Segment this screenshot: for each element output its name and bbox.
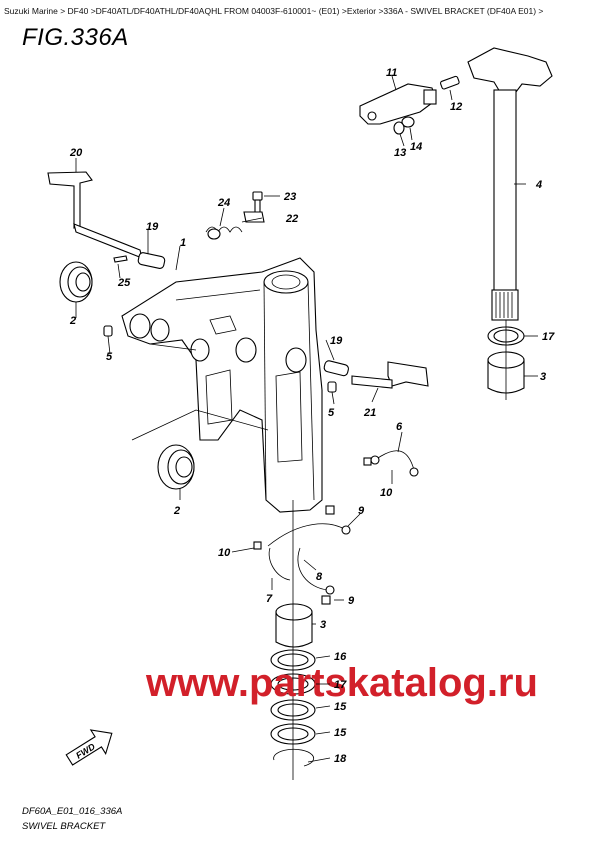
callout-17-lower: 17	[334, 679, 347, 691]
callout-3-upper: 3	[540, 371, 546, 383]
steering-shaft	[467, 47, 553, 321]
small-pin	[113, 255, 128, 263]
callout-3-lower: 3	[320, 619, 326, 631]
callout-1: 1	[180, 237, 186, 249]
callout-12: 12	[450, 101, 462, 113]
callout-19-upper: 19	[146, 221, 159, 233]
bushing-upper	[59, 261, 93, 303]
swivel-bracket-body	[121, 257, 323, 513]
callout-8: 8	[316, 571, 323, 583]
callout-4: 4	[535, 179, 542, 191]
bracket-arm-right	[351, 361, 429, 389]
bracket-arm-left	[47, 171, 143, 259]
spring	[205, 226, 243, 240]
bolt-23	[252, 191, 263, 215]
callout-18: 18	[334, 753, 347, 765]
ground-wire-lower	[253, 505, 351, 605]
callout-15-a: 15	[334, 701, 347, 713]
callout-9-upper: 9	[358, 505, 365, 517]
ground-wire-upper	[363, 450, 419, 477]
stopper-plate	[359, 83, 437, 125]
callout-25: 25	[117, 277, 131, 289]
figure-title: FIG.336A	[22, 24, 129, 51]
breadcrumb[interactable]: Suzuki Marine > DF40 >DF40ATL/DF40ATHL/D…	[4, 6, 544, 16]
washer-13	[393, 121, 405, 135]
watermark: www.partskatalog.ru	[145, 661, 538, 705]
pin-left	[137, 252, 166, 269]
callout-15-b: 15	[334, 727, 347, 739]
callout-9-lower: 9	[348, 595, 355, 607]
callout-5-left: 5	[106, 351, 113, 363]
callout-6: 6	[396, 421, 403, 433]
callout-10-upper: 10	[380, 487, 393, 499]
grease-nipple-left	[103, 325, 113, 337]
diagram-name: SWIVEL BRACKET	[22, 821, 106, 832]
callout-21: 21	[363, 407, 376, 419]
callout-13: 13	[394, 147, 406, 159]
callout-7: 7	[266, 593, 273, 605]
callout-24: 24	[217, 197, 230, 209]
forward-arrow-icon: FWD	[65, 729, 113, 766]
grease-nipple-right	[327, 381, 337, 393]
callout-2-upper: 2	[69, 315, 76, 327]
callout-5-right: 5	[328, 407, 335, 419]
callout-20: 20	[69, 147, 83, 159]
callout-11: 11	[386, 67, 397, 79]
callout-leaders	[75, 75, 538, 763]
callout-22: 22	[285, 213, 298, 225]
callout-14: 14	[410, 141, 422, 153]
callout-16: 16	[334, 651, 347, 663]
callout-23: 23	[283, 191, 296, 203]
bushing-3-lower	[275, 603, 313, 648]
pin-right	[323, 360, 349, 377]
callout-2-lower: 2	[173, 505, 180, 517]
bolt-12	[440, 75, 460, 90]
callout-17-upper: 17	[542, 331, 555, 343]
nut-14	[401, 116, 415, 128]
callout-19-right: 19	[330, 335, 343, 347]
clip-22	[243, 211, 265, 223]
diagram-code: DF60A_E01_016_336A	[22, 806, 123, 817]
circlip-18	[273, 748, 314, 767]
callout-10-lower: 10	[218, 547, 231, 559]
bushing-lower	[157, 444, 195, 490]
leader-line-bushing	[131, 409, 269, 441]
